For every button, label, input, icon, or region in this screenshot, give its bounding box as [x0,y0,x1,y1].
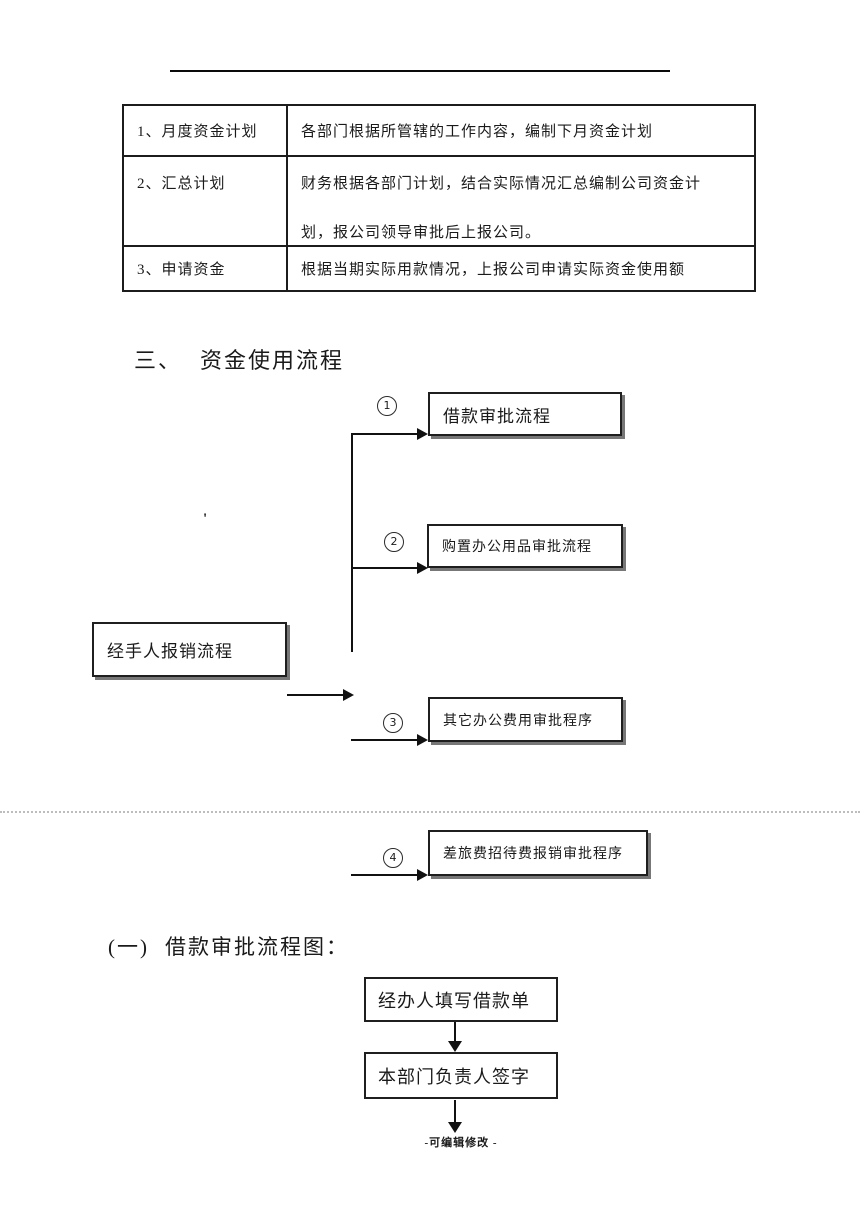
branch-label: 购置办公用品审批流程 [442,540,592,555]
circled-number-badge: 3 [383,713,403,733]
section-title: 资金使用流程 [200,348,345,373]
section-number: 三、 [134,348,183,373]
table-row: 1、月度资金计划 各部门根据所管辖的工作内容，编制下月资金计划 [122,104,756,157]
arrowhead-down-icon [448,1041,462,1052]
branch-label: 其它办公费用审批程序 [443,713,593,729]
flow-source-box: 经手人报销流程 [92,622,287,677]
page-break-dotted-rule [0,811,860,813]
top-horizontal-rule [170,70,670,72]
row-content-cell: 财务根据各部门计划，结合实际情况汇总编制公司资金计 划，报公司领导审批后上报公司… [286,155,756,247]
source-box-label: 经手人报销流程 [107,642,233,661]
branch-label: 借款审批流程 [443,406,551,426]
flow-branch-box-travel-expense: 差旅费招待费报销审批程序 [428,830,648,876]
section-heading: 三、资金使用流程 [134,343,344,375]
branch-connector-line [351,434,353,652]
arrow-to-branch-4 [351,869,428,881]
arrowhead-right-icon [417,734,428,746]
content-line: 划，报公司领导审批后上报公司。 [301,225,542,241]
flow-step-box-fill-loan-form: 经办人填写借款单 [364,977,558,1022]
table-row: 2、汇总计划 财务根据各部门计划，结合实际情况汇总编制公司资金计 划，报公司领导… [122,155,756,247]
arrow-shaft [351,567,420,569]
arrow-shaft [454,1022,456,1044]
arrow-to-branch-1 [351,428,428,440]
row-label-cell: 2、汇总计划 [122,155,288,247]
funding-plan-table: 1、月度资金计划 各部门根据所管辖的工作内容，编制下月资金计划 2、汇总计划 财… [122,104,756,292]
row-content-cell: 各部门根据所管辖的工作内容，编制下月资金计划 [286,104,756,157]
flow-branch-box-other-expense: 其它办公费用审批程序 [428,697,623,742]
arrow-shaft [351,739,420,741]
arrow-shaft [454,1100,456,1125]
subsection-heading: (一) 借款审批流程图： [108,931,349,961]
arrow-shaft [351,874,420,876]
circled-number-badge: 1 [377,396,397,416]
content-line: 财务根据各部门计划，结合实际情况汇总编制公司资金计 [301,176,702,192]
arrow-shaft [351,433,420,435]
row-label-cell: 1、月度资金计划 [122,104,288,157]
flow-branch-box-loan: 借款审批流程 [428,392,622,436]
step-label: 本部门负责人签字 [378,1066,530,1087]
arrowhead-right-icon [417,428,428,440]
footer-note: -可编辑修改 - [424,1137,498,1149]
circled-number-badge: 4 [383,848,403,868]
flow-step-box-dept-head-sign: 本部门负责人签字 [364,1052,558,1099]
row-content-cell: 根据当期实际用款情况，上报公司申请实际资金使用额 [286,245,756,292]
arrowhead-down-icon [448,1122,462,1133]
stray-mark: ' [203,511,208,527]
row-label-cell: 3、申请资金 [122,245,288,292]
arrow-step-1-to-2 [448,1022,462,1052]
step-label: 经办人填写借款单 [378,990,530,1011]
arrow-step-2-next [448,1100,462,1133]
branch-label: 差旅费招待费报销审批程序 [443,847,623,862]
arrow-shaft [287,694,346,696]
flow-branch-box-office-supplies: 购置办公用品审批流程 [427,524,623,568]
table-row: 3、申请资金 根据当期实际用款情况，上报公司申请实际资金使用额 [122,245,756,292]
circled-number-badge: 2 [384,532,404,552]
arrow-from-source [287,689,354,701]
arrow-to-branch-3 [351,734,428,746]
arrowhead-right-icon [417,869,428,881]
arrowhead-right-icon [343,689,354,701]
subsection-number: (一) [108,935,149,959]
arrowhead-right-icon [417,562,428,574]
subsection-title: 借款审批流程图： [165,935,349,959]
arrow-to-branch-2 [351,562,428,574]
